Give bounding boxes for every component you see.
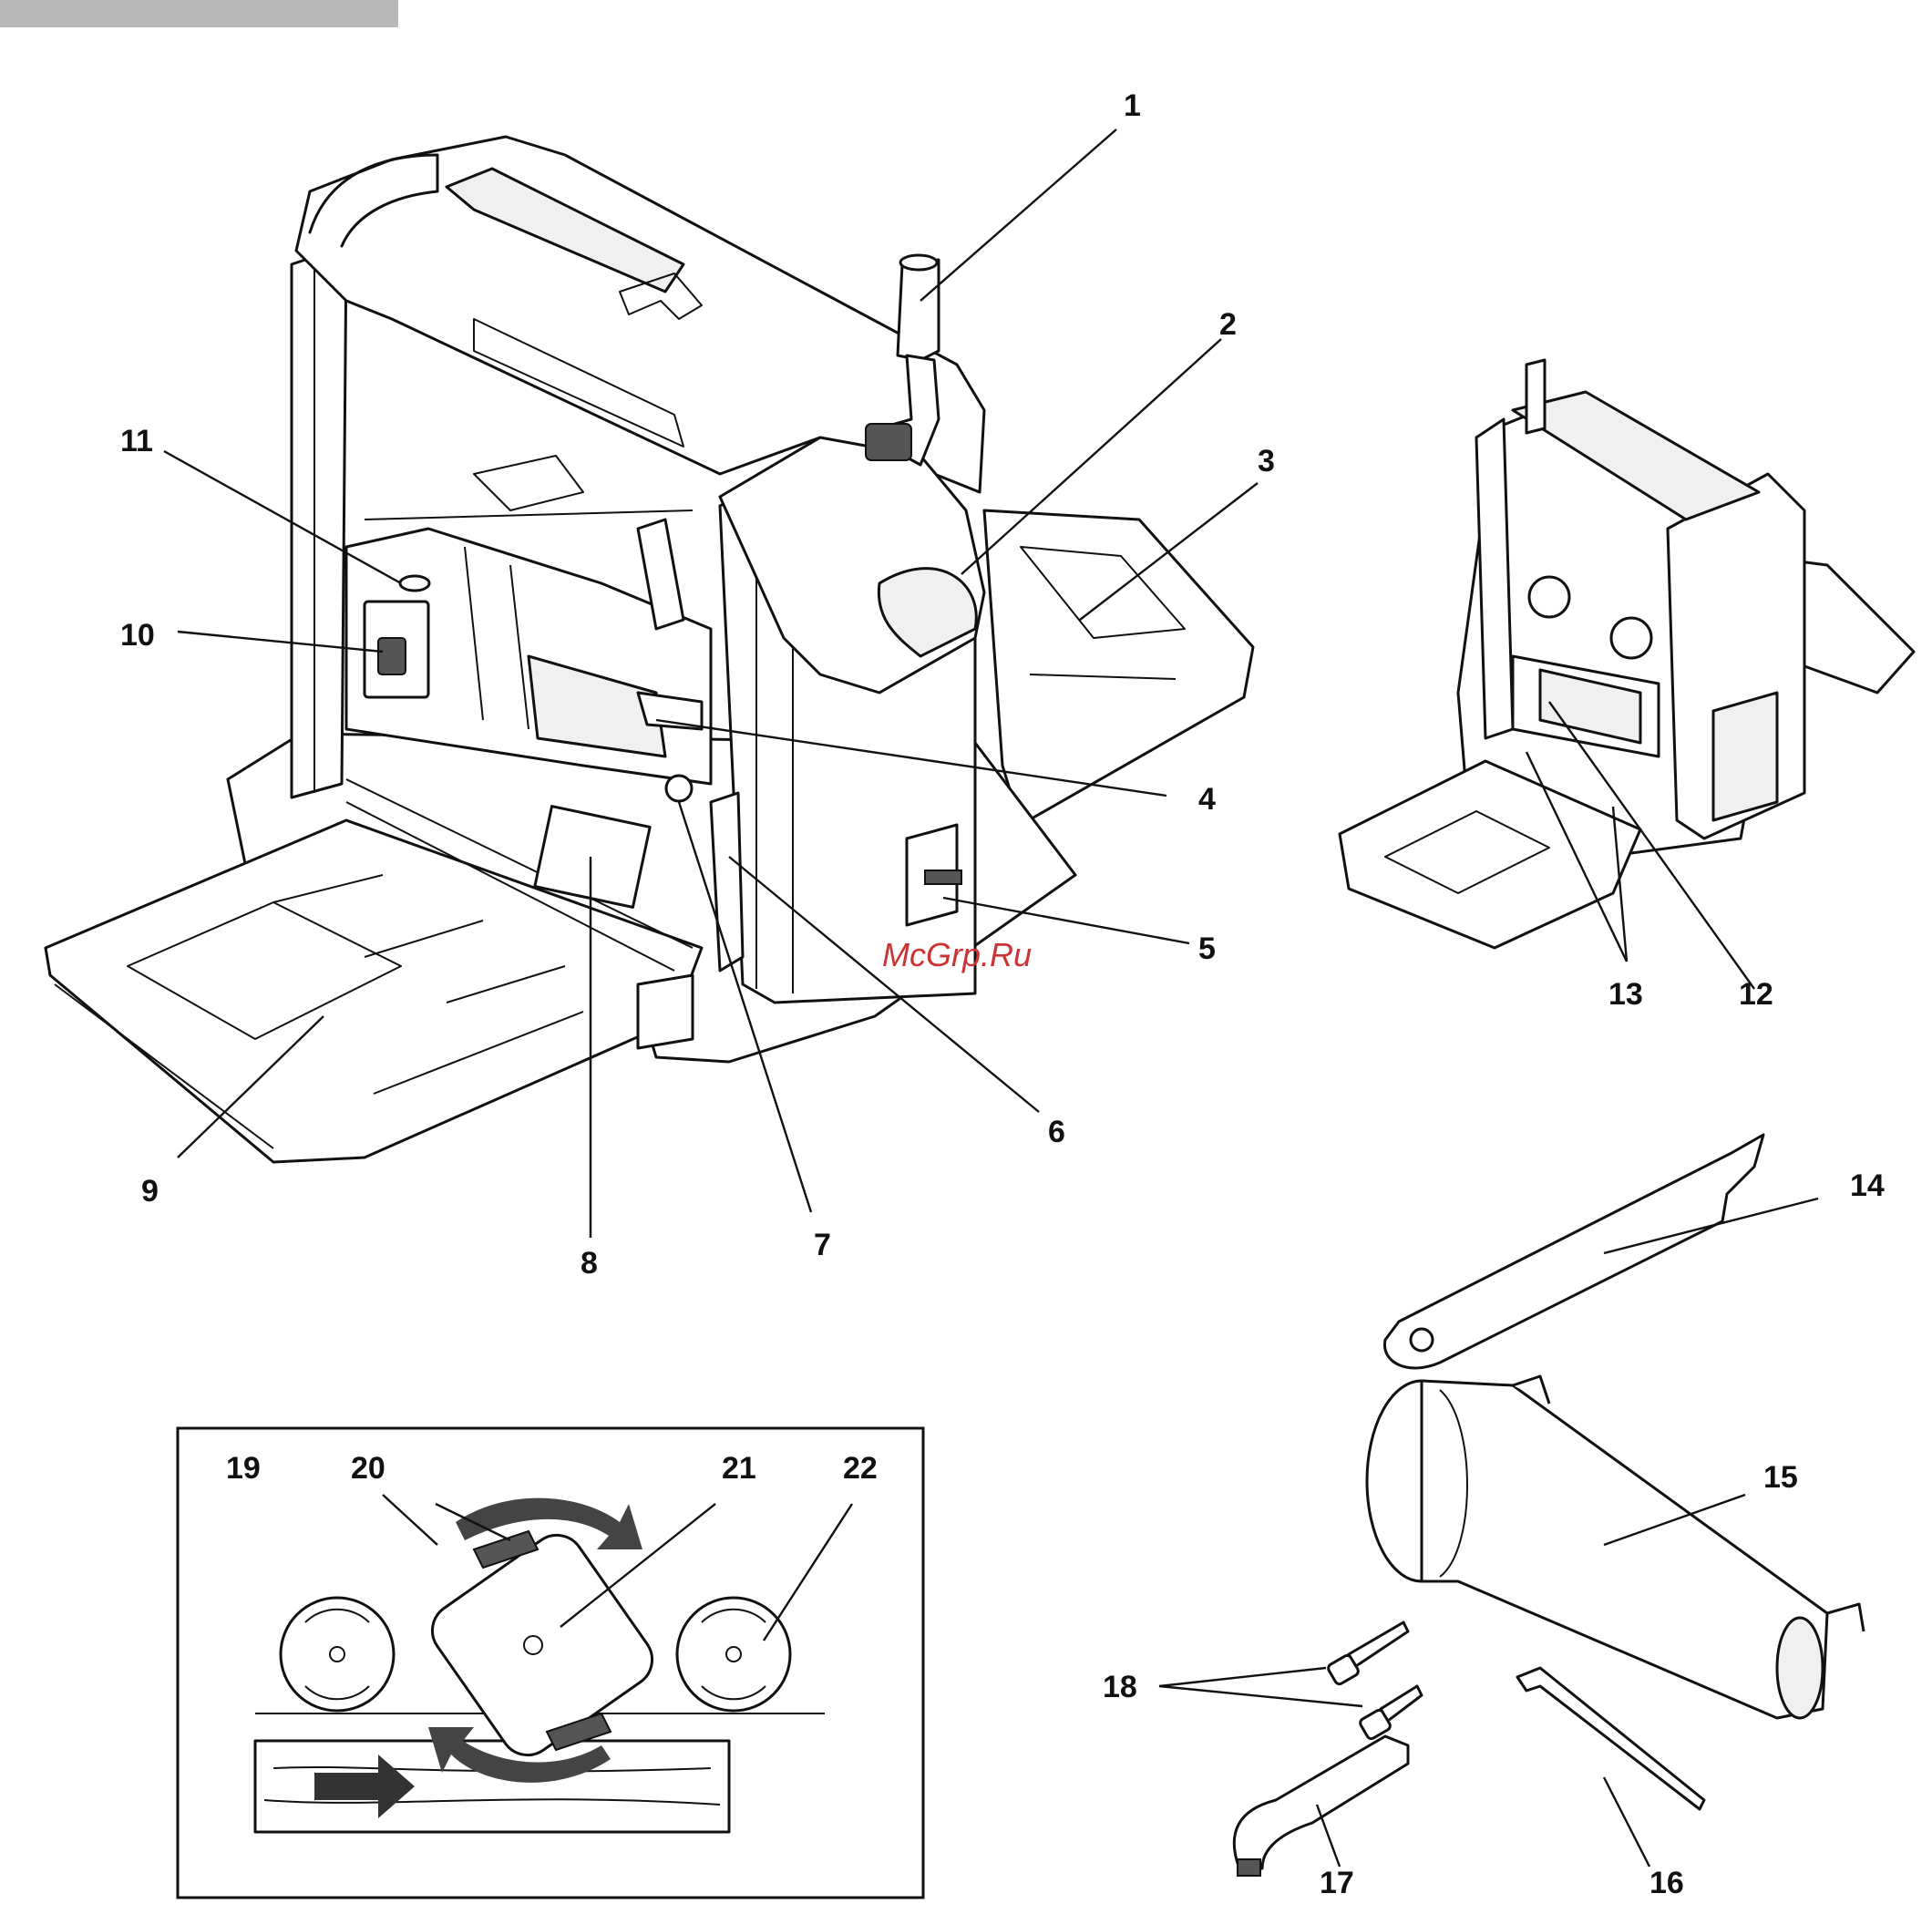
callout-14: 14 (1850, 1168, 1885, 1203)
callout-15: 15 (1763, 1460, 1798, 1495)
callout-13: 13 (1608, 977, 1643, 1012)
callout-10: 10 (120, 618, 155, 653)
callout-18: 18 (1103, 1670, 1137, 1704)
callout-11: 11 (120, 424, 153, 458)
callout-6: 6 (1048, 1115, 1065, 1149)
callout-3: 3 (1258, 444, 1275, 478)
spare-bolts (1327, 1622, 1422, 1740)
callout-7: 7 (814, 1228, 831, 1262)
callout-9: 9 (141, 1174, 159, 1209)
hex-wrench (1517, 1668, 1704, 1809)
callout-2: 2 (1219, 307, 1237, 342)
callout-16: 16 (1649, 1866, 1684, 1900)
rear-view-planer-illustration (1340, 360, 1914, 948)
callout-20: 20 (351, 1451, 385, 1486)
header-bar (0, 0, 398, 27)
magnetic-knife-holder (1384, 1135, 1763, 1368)
main-planer-illustration (46, 137, 1253, 1162)
callout-8: 8 (581, 1246, 598, 1281)
dust-hood (1367, 1376, 1864, 1718)
callout-22: 22 (843, 1451, 878, 1486)
callout-12: 12 (1739, 977, 1773, 1012)
callout-4: 4 (1198, 782, 1216, 817)
cutting-principle-diagram (178, 1428, 923, 1898)
callout-1: 1 (1124, 88, 1141, 123)
callout-5: 5 (1198, 931, 1216, 966)
callout-17: 17 (1320, 1866, 1354, 1900)
callout-21: 21 (722, 1451, 756, 1486)
watermark: McGrp.Ru (882, 936, 1032, 973)
callout-19: 19 (226, 1451, 261, 1486)
socket-wrench (1234, 1736, 1408, 1868)
